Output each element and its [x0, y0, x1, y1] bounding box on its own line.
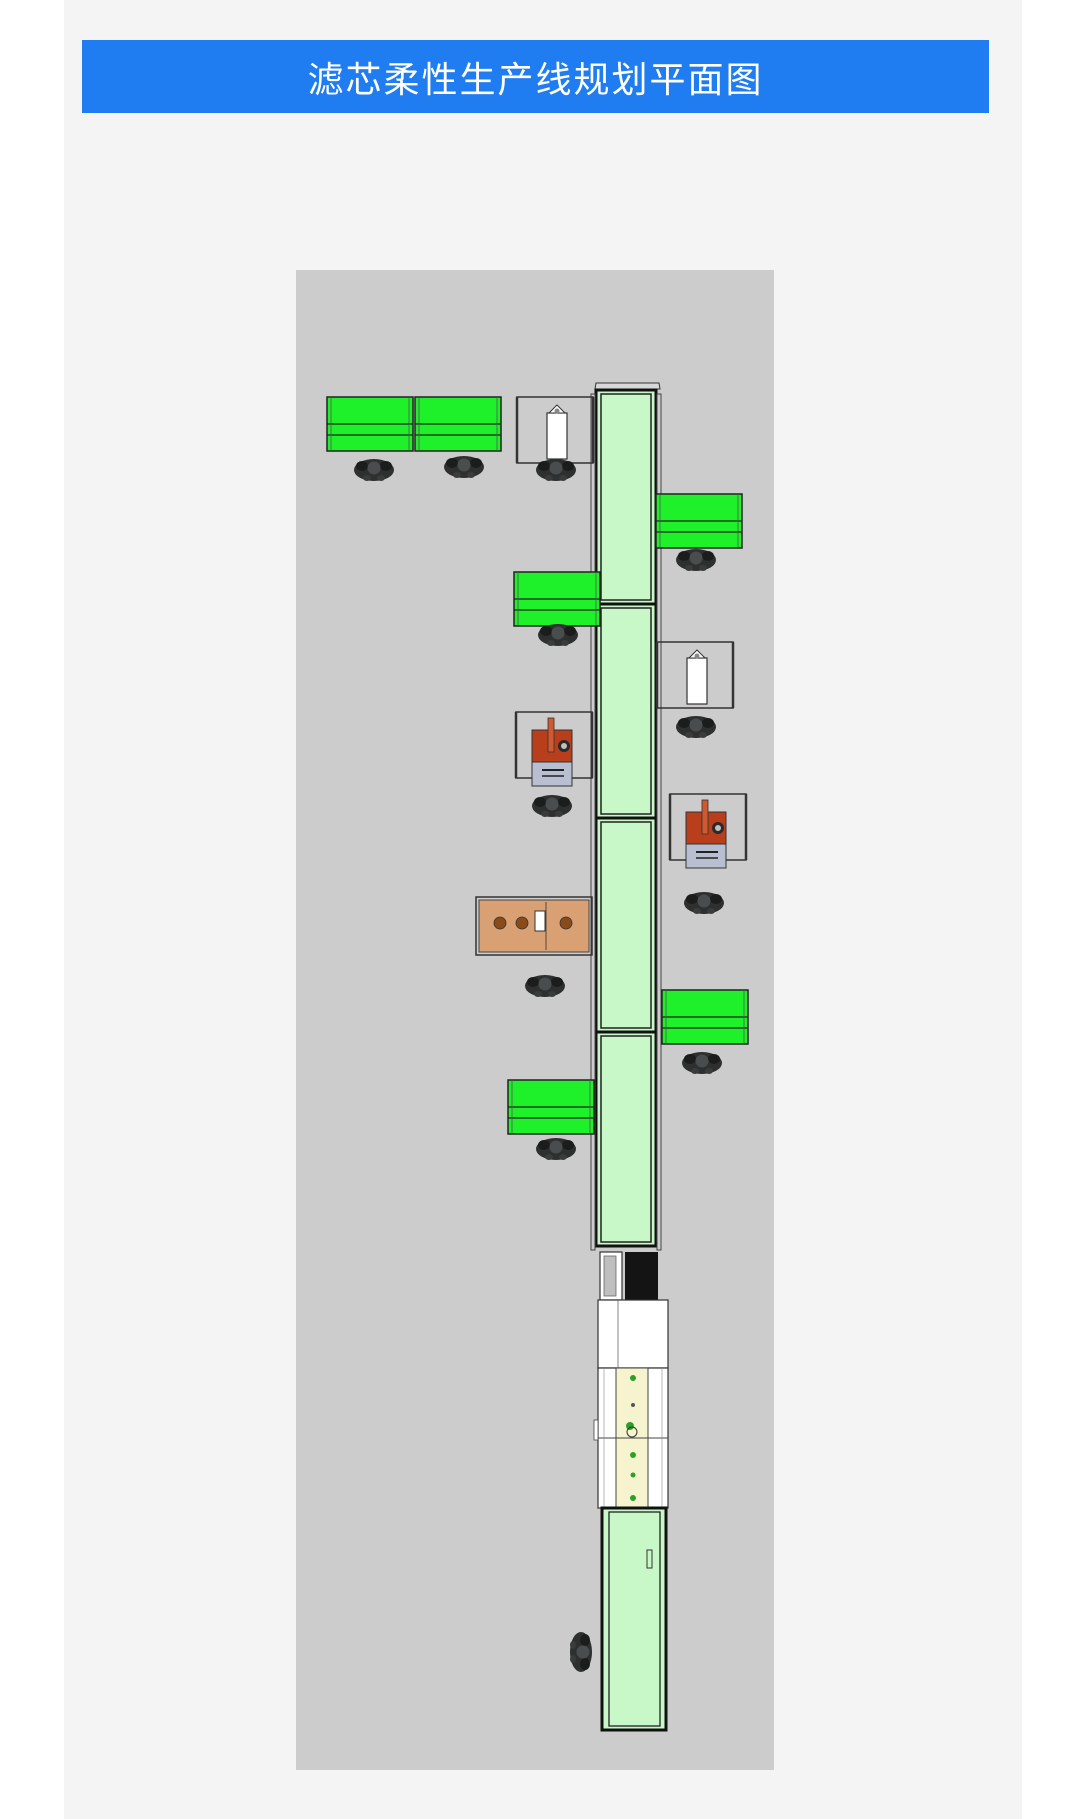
operator-9 — [525, 975, 565, 997]
operator-3 — [536, 459, 576, 481]
workbench-1 — [326, 396, 414, 452]
workbench-3 — [655, 493, 743, 549]
operator-11 — [536, 1138, 576, 1160]
conveyor-segment-3 — [594, 816, 658, 1034]
operator-8 — [684, 892, 724, 914]
workbench-6 — [507, 1079, 595, 1135]
conveyor-segment-2 — [594, 602, 658, 820]
operator-2 — [444, 456, 484, 478]
operator-4 — [676, 549, 716, 571]
operator-12 — [570, 1632, 592, 1672]
page-title: 滤芯柔性生产线规划平面图 — [307, 59, 764, 101]
operator-7 — [532, 795, 572, 817]
output-conveyor — [600, 1506, 668, 1732]
workbench-5 — [661, 989, 749, 1045]
conveyor-segment-4 — [594, 1030, 658, 1248]
conveyor-line — [590, 382, 662, 1251]
operator-10 — [682, 1052, 722, 1074]
workbench-4 — [513, 571, 601, 627]
operator-1 — [354, 459, 394, 481]
assembly-table — [475, 896, 593, 956]
automatic-module — [593, 1251, 669, 1509]
conveyor-segment-1 — [594, 388, 658, 606]
operator-5 — [538, 624, 578, 646]
workbench-2 — [414, 396, 502, 452]
title-banner: 滤芯柔性生产线规划平面图 — [82, 40, 989, 113]
operator-6 — [676, 716, 716, 738]
